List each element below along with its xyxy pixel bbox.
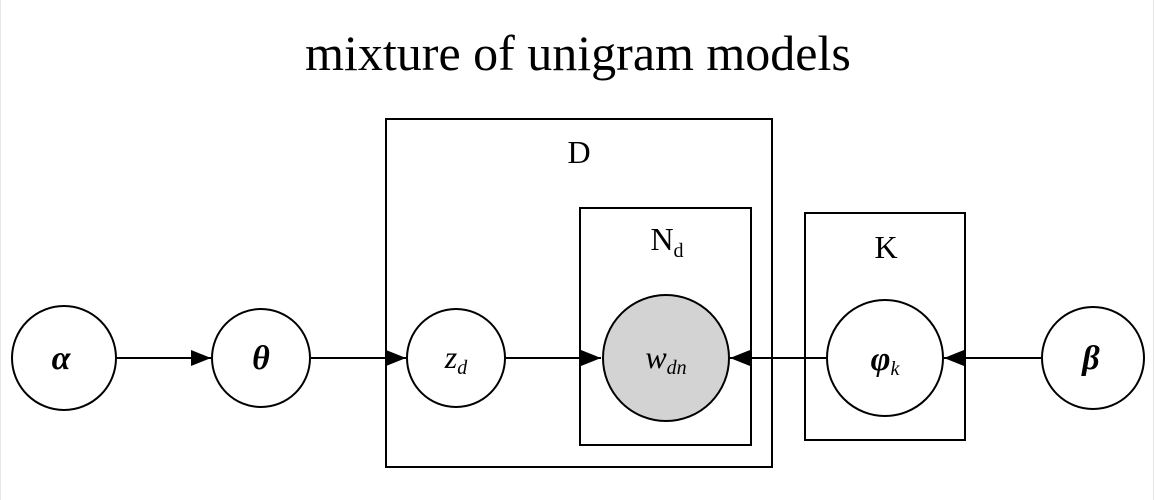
node-z: zd: [406, 308, 506, 408]
plate-documents: D: [385, 118, 773, 468]
node-alpha-label: α: [52, 340, 72, 377]
plate-label-k: K: [874, 229, 897, 265]
plate-label-d: D: [567, 134, 590, 170]
diagram-title: mixture of unigram models: [305, 25, 851, 81]
node-w-label: wdn: [645, 339, 686, 379]
node-alpha: α: [11, 305, 117, 411]
node-beta: β: [1041, 306, 1145, 410]
node-beta-label: β: [1080, 340, 1100, 377]
node-phi-label: φk: [871, 341, 901, 380]
plate-label-n: Nd: [650, 221, 683, 262]
plate-topics: K: [804, 212, 966, 441]
node-phi: φk: [826, 299, 944, 417]
node-theta: θ: [211, 308, 311, 408]
node-z-label: zd: [444, 339, 468, 379]
plate-words: Nd: [579, 207, 752, 446]
node-w-observed: wdn: [602, 294, 730, 422]
node-theta-label: θ: [252, 340, 270, 377]
